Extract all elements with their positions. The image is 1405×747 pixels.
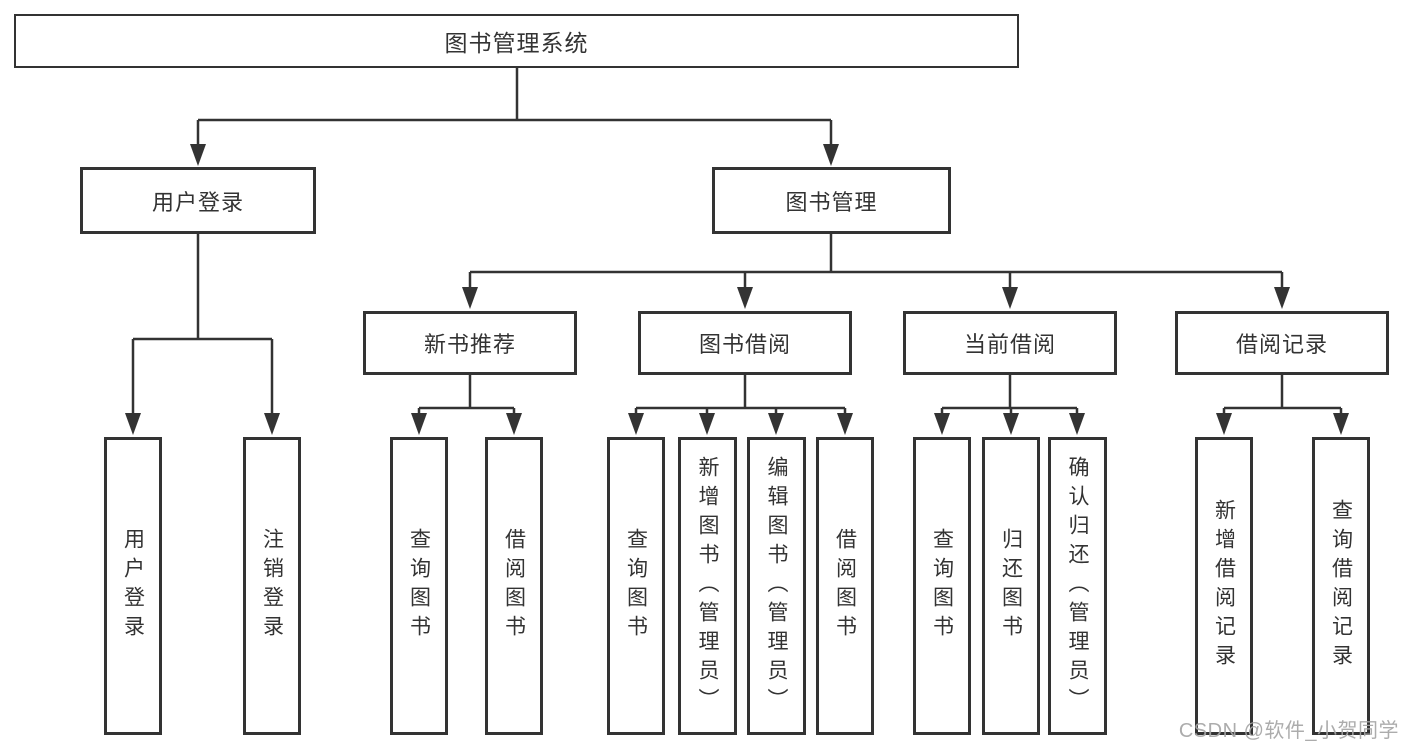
node-new-book-recommend: 新书推荐 (363, 311, 577, 375)
leaf-add-books-admin: 新增图书（管理员） (678, 437, 737, 735)
leaf-query-books-recommend: 查询图书 (390, 437, 448, 735)
node-library-management-system: 图书管理系统 (14, 14, 1019, 68)
leaf-borrow-books-borrowing: 借阅图书 (816, 437, 874, 735)
leaf-add-borrow-record: 新增借阅记录 (1195, 437, 1253, 735)
node-user-login: 用户登录 (80, 167, 316, 234)
arrowhead-icons (125, 144, 1349, 435)
leaf-query-borrow-record: 查询借阅记录 (1312, 437, 1370, 735)
leaf-user-login: 用户登录 (104, 437, 162, 735)
leaf-logout: 注销登录 (243, 437, 301, 735)
tree-branch-lines (131, 68, 1343, 415)
leaf-query-books-current: 查询图书 (913, 437, 971, 735)
leaf-query-books-borrowing: 查询图书 (607, 437, 665, 735)
leaf-confirm-return-admin: 确认归还（管理员） (1048, 437, 1107, 735)
node-book-management: 图书管理 (712, 167, 951, 234)
node-book-borrowing: 图书借阅 (638, 311, 852, 375)
leaf-borrow-books-recommend: 借阅图书 (485, 437, 543, 735)
csdn-watermark: CSDN @软件_小贺同学 (1178, 720, 1399, 742)
leaf-return-books: 归还图书 (982, 437, 1040, 735)
node-current-borrowing: 当前借阅 (903, 311, 1117, 375)
node-borrowing-records: 借阅记录 (1175, 311, 1389, 375)
leaf-edit-books-admin: 编辑图书（管理员） (747, 437, 806, 735)
